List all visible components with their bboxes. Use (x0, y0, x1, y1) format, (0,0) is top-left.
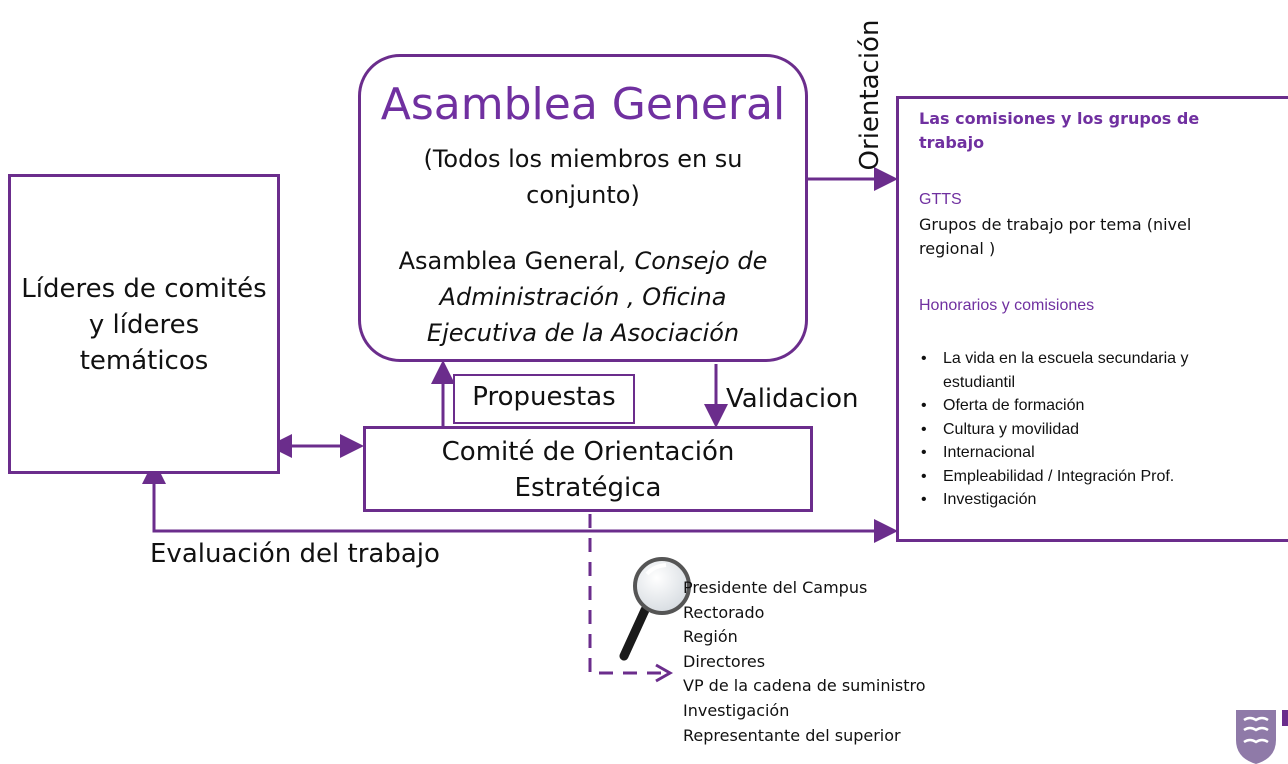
orientation-label-wrap: Orientación (854, 12, 886, 177)
evaluation-label: Evaluación del trabajo (150, 539, 440, 569)
logo-icon (1236, 710, 1288, 764)
assembly-bodies: Asamblea General, Consejo de Administrac… (381, 243, 785, 351)
assembly-bodies-lead: Asamblea General (398, 247, 620, 275)
committee-members-list: Presidente del Campus Rectorado Región D… (683, 576, 926, 748)
committee-label: Comité de Orientación Estratégica (441, 437, 735, 503)
theme-item: Empleabilidad / Integración Prof. (919, 465, 1249, 489)
assembly-bodies-italic: , Consejo de Administración , Oficina Ej… (426, 247, 768, 347)
honors-title: Honorarios y comisiones (919, 297, 1095, 314)
strategic-committee-box: Comité de Orientación Estratégica (363, 426, 813, 512)
member-item: Representante del superior (683, 725, 901, 745)
assembly-subtitle: (Todos los miembros en su conjunto) (423, 145, 743, 209)
members-arrowhead (655, 663, 674, 683)
commissions-title: Las comisiones y los grupos de trabajo (919, 109, 1200, 152)
theme-item: Internacional (919, 441, 1249, 465)
gtts-description: Grupos de trabajo por tema (nivel region… (919, 215, 1192, 258)
themes-list: La vida en la escuela secundaria y estud… (919, 347, 1249, 512)
theme-item: La vida en la escuela secundaria y estud… (919, 347, 1249, 394)
commissions-box: Las comisiones y los grupos de trabajo G… (896, 96, 1288, 542)
magnifier-icon (619, 557, 691, 661)
member-item: Directores (683, 651, 766, 671)
leaders-box: Líderes de comités y líderes temáticos (8, 174, 280, 474)
member-item: Presidente del Campus (683, 578, 868, 597)
member-item: Rectorado (683, 602, 765, 622)
theme-item: Investigación (919, 488, 1249, 512)
member-item: VP de la cadena de suministro (683, 676, 926, 696)
member-item: Región (683, 627, 738, 647)
orientation-label: Orientación (855, 19, 885, 170)
evaluation-loop-arrow (142, 460, 898, 543)
theme-item: Cultura y movilidad (919, 418, 1249, 442)
proposals-box: Propuestas (453, 374, 635, 424)
assembly-title: Asamblea General (380, 79, 786, 130)
proposals-label: Propuestas (472, 382, 616, 412)
theme-item: Oferta de formación (919, 394, 1249, 418)
validation-label: Validacion (726, 384, 859, 414)
members-dashed-arrow (588, 514, 664, 675)
leaders-label: Líderes de comités y líderes temáticos (21, 274, 267, 376)
general-assembly-box: Asamblea General (Todos los miembros en … (358, 54, 808, 362)
gtts-title: GTTS (919, 191, 962, 208)
member-item: Investigación (683, 700, 790, 720)
